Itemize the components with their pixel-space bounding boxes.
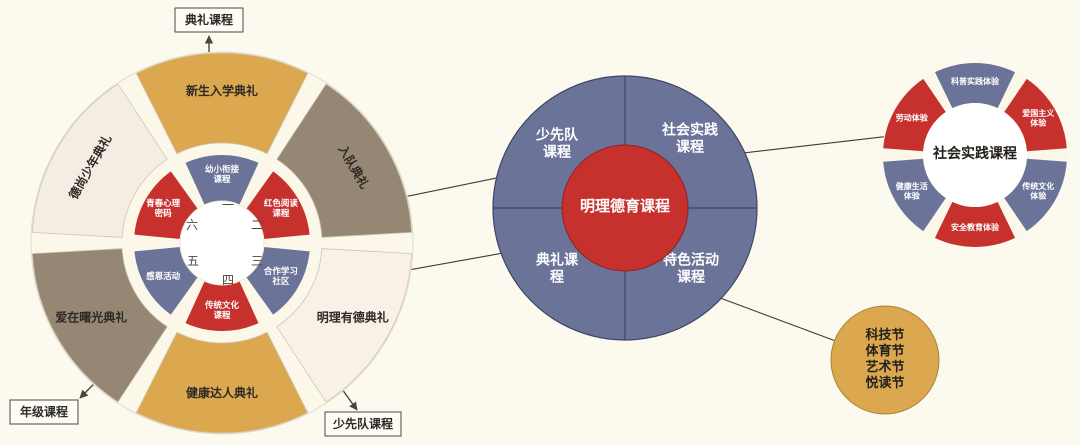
left-hub-number-4: 四 xyxy=(222,273,234,287)
festival-circle-shape[interactable] xyxy=(830,305,940,415)
left-inner-segment-2[interactable]: 红色阅读课程 xyxy=(246,171,310,239)
callout-box-bottom-right[interactable]: 少先队课程 xyxy=(324,411,402,437)
left-outer-segment-2[interactable]: 入队典礼 xyxy=(276,83,413,238)
center-core-label: 明理德育课程 xyxy=(580,197,670,215)
right-segment-label-3: 传统文化体验 xyxy=(1021,181,1054,201)
center-wheel-core[interactable] xyxy=(561,144,689,272)
right-segment-4[interactable]: 安全教育体验 xyxy=(934,201,1016,247)
left-hub-number-2: 二 xyxy=(251,218,263,232)
left-outer-segment-6[interactable]: 德尚少年典礼 xyxy=(31,83,168,238)
left-inner-segment-6[interactable]: 青春心理密码 xyxy=(134,171,198,239)
left-hub-number-5: 五 xyxy=(187,254,199,268)
right-segment-label-6: 劳动体验 xyxy=(896,112,929,122)
left-outer-label-5: 爱在曙光典礼 xyxy=(55,309,127,324)
left-wheel-hub[interactable] xyxy=(179,200,265,286)
center-quadrant-label-2: 社会实践课程 xyxy=(661,122,718,156)
right-segment-1[interactable]: 科普实践体验 xyxy=(934,62,1016,109)
left-inner-label-5: 感恩活动 xyxy=(146,271,181,281)
left-inner-segment-5[interactable]: 感恩活动 xyxy=(134,247,198,315)
right-hub-label: 社会实践课程 xyxy=(932,145,1017,162)
festival-circle[interactable]: 科技节体育节艺术节悦读节 xyxy=(830,305,940,415)
left-outer-segment-5[interactable]: 爱在曙光典礼 xyxy=(31,248,168,403)
callout-box-label: 年级课程 xyxy=(20,404,68,419)
right-wheel[interactable]: 科普实践体验科普实践体验爱国主义体验爱国主义体验传统文化体验传统文化体验安全教育… xyxy=(882,62,1068,248)
left-inner-label-2: 红色阅读课程 xyxy=(264,198,299,218)
center-quadrant-label-1: 少先队课程 xyxy=(535,127,579,161)
left-inner-label-1: 幼小衔接课程 xyxy=(205,164,240,184)
left-inner-label-4: 传统文化课程 xyxy=(204,300,240,320)
callout-box-frame[interactable] xyxy=(174,7,244,33)
festival-items-label: 科技节体育节艺术节悦读节 xyxy=(865,327,904,390)
left-outer-segment-1[interactable]: 新生入学典礼 xyxy=(135,52,309,155)
left-wheel[interactable]: 新生入学典礼新生入学典礼入队典礼入队典礼明理有德典礼明理有德典礼健康达人典礼健康… xyxy=(30,51,414,435)
left-hub-number-1: 一 xyxy=(222,198,234,212)
left-inner-segment-1[interactable]: 幼小衔接课程 xyxy=(185,155,259,205)
left-inner-label-3: 合作学习社区 xyxy=(263,266,298,286)
left-inner-segment-3[interactable]: 合作学习社区 xyxy=(246,247,310,315)
left-inner-segment-4[interactable]: 传统文化课程 xyxy=(185,281,259,332)
left-hub-number-6: 六 xyxy=(186,218,198,232)
callout-box-bottom-left[interactable]: 年级课程 xyxy=(9,399,79,425)
right-segment-2[interactable]: 爱国主义体验 xyxy=(1004,78,1067,152)
right-segment-6[interactable]: 劳动体验 xyxy=(883,78,946,152)
right-segment-label-4: 安全教育体验 xyxy=(951,222,1000,232)
callout-box-label: 少先队课程 xyxy=(332,416,393,431)
right-segment-5[interactable]: 健康生活体验 xyxy=(883,158,946,232)
left-inner-label-6: 青春心理密码 xyxy=(146,198,181,218)
callout-box-label: 典礼课程 xyxy=(185,12,233,27)
center-quadrant-label-3: 典礼课程 xyxy=(536,252,579,286)
callout-box-frame[interactable] xyxy=(9,399,79,425)
callout-box-frame[interactable] xyxy=(324,411,402,437)
right-segment-label-5: 健康生活体验 xyxy=(896,181,928,201)
left-outer-label-1: 新生入学典礼 xyxy=(186,83,258,98)
callout-box-top[interactable]: 典礼课程 xyxy=(174,7,244,33)
left-outer-segment-3[interactable]: 明理有德典礼 xyxy=(276,248,413,403)
right-segment-label-1: 科普实践体验 xyxy=(951,76,1000,86)
right-segment-3[interactable]: 传统文化体验 xyxy=(1004,158,1067,232)
left-outer-label-4: 健康达人典礼 xyxy=(186,385,258,400)
left-hub-number-3: 三 xyxy=(251,254,263,268)
left-outer-segment-4[interactable]: 健康达人典礼 xyxy=(135,331,309,434)
left-outer-label-3: 明理有德典礼 xyxy=(317,309,389,324)
center-quadrant-label-4: 特色活动课程 xyxy=(663,252,719,286)
right-segment-label-2: 爱国主义体验 xyxy=(1022,108,1055,128)
right-wheel-hub[interactable] xyxy=(923,103,1027,207)
